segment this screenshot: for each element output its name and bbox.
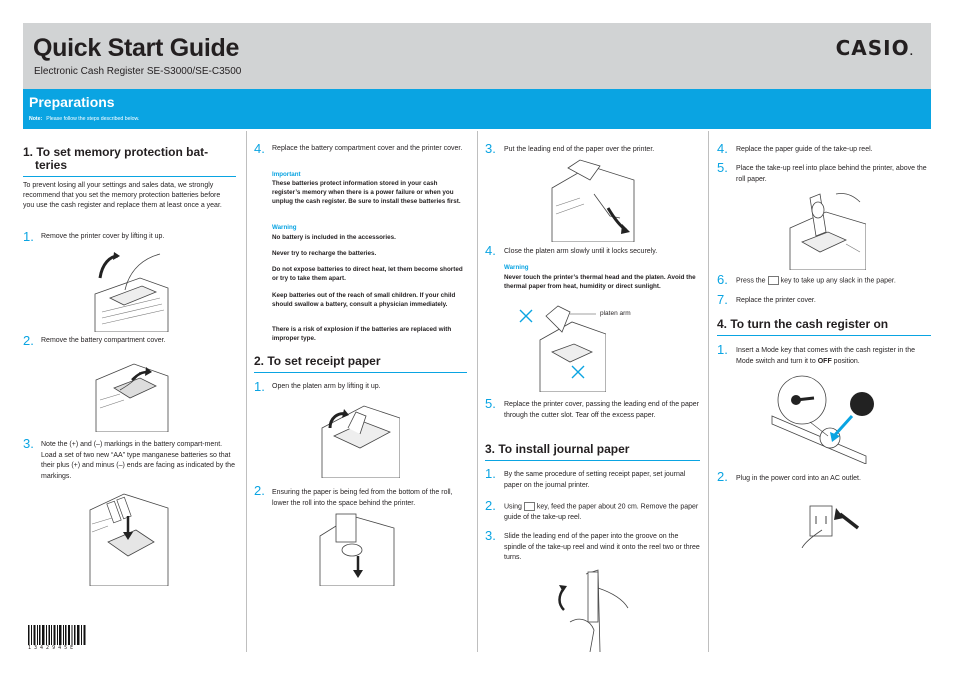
section-1-title: 1. To set memory protection bat-teries bbox=[23, 146, 236, 177]
mode-key-illustration bbox=[770, 372, 884, 464]
section-4-title: 4. To turn the cash register on bbox=[717, 318, 931, 336]
platen-arm-label: platen arm bbox=[600, 310, 631, 317]
step-number: 4. bbox=[254, 141, 265, 156]
step-text: Remove the printer cover by lifting it u… bbox=[41, 233, 165, 240]
warning-text: Keep batteries out of the reach of small… bbox=[272, 292, 456, 308]
step-number: 7. bbox=[717, 292, 728, 307]
step-number: 3. bbox=[485, 528, 496, 543]
column-divider bbox=[246, 131, 247, 652]
battery-loading-illustration bbox=[88, 490, 170, 586]
paper-roll-illustration bbox=[318, 510, 398, 586]
important-text: These batteries protect information stor… bbox=[272, 180, 461, 205]
warning-text: No battery is included in the accessorie… bbox=[272, 234, 396, 241]
barcode-number: 1 3 4 2 9 4 5 E bbox=[28, 645, 74, 651]
step-number: 2. bbox=[23, 333, 34, 348]
feed-key-icon bbox=[523, 502, 535, 511]
printer-cover-illustration bbox=[90, 248, 170, 332]
section-2-title: 2. To set receipt paper bbox=[254, 355, 467, 373]
step-number: 1. bbox=[485, 466, 496, 481]
barcode bbox=[28, 625, 86, 645]
preparations-note: Note:Please follow the steps described b… bbox=[29, 116, 140, 122]
battery-cover-illustration bbox=[90, 350, 170, 432]
step-text: Open the platen arm by lifting it up. bbox=[272, 383, 381, 390]
step-text: Insert a Mode key that comes with the ca… bbox=[736, 347, 915, 365]
preparations-bar: Preparations Note:Please follow the step… bbox=[23, 89, 931, 129]
reel-placement-illustration bbox=[786, 188, 866, 270]
header-banner: Quick Start Guide Electronic Cash Regist… bbox=[23, 23, 931, 89]
step-number: 1. bbox=[717, 342, 728, 357]
step-text: Put the leading end of the paper over th… bbox=[504, 146, 655, 153]
page-subtitle: Electronic Cash Register SE-S3000/SE-C35… bbox=[34, 66, 242, 77]
preparations-title: Preparations bbox=[29, 94, 115, 110]
step-text: Ensuring the paper is being fed from the… bbox=[272, 489, 453, 507]
platen-arm-close-illustration bbox=[512, 302, 606, 392]
warning-text: Do not expose batteries to direct heat, … bbox=[272, 266, 463, 282]
feed-key-icon bbox=[767, 276, 779, 285]
step-number: 5. bbox=[485, 396, 496, 411]
step-number: 4. bbox=[717, 141, 728, 156]
warning-text: Never try to recharge the batteries. bbox=[272, 250, 377, 257]
step-number: 6. bbox=[717, 272, 728, 287]
step-number: 2. bbox=[717, 469, 728, 484]
step-number: 2. bbox=[485, 498, 496, 513]
casio-logo: CASIO. bbox=[835, 36, 914, 60]
page-title: Quick Start Guide bbox=[33, 34, 240, 62]
step-text: Replace the printer cover. bbox=[736, 297, 816, 304]
step-text: Replace the paper guide of the take-up r… bbox=[736, 146, 873, 153]
step-text: Replace the battery compartment cover an… bbox=[272, 145, 463, 152]
section-3-title: 3. To install journal paper bbox=[485, 443, 700, 461]
step-text: Note the (+) and (–) markings in the bat… bbox=[41, 441, 235, 480]
step-number: 1. bbox=[254, 379, 265, 394]
step-text: Place the take-up reel into place behind… bbox=[736, 165, 927, 183]
important-label: Important bbox=[272, 171, 301, 178]
warning-text: Never touch the printer’s thermal head a… bbox=[504, 274, 696, 290]
step-number: 3. bbox=[485, 141, 496, 156]
step-text: Remove the battery compartment cover. bbox=[41, 337, 166, 344]
warning-label: Warning bbox=[272, 224, 297, 231]
step-text: Slide the leading end of the paper into … bbox=[504, 533, 700, 561]
column-divider bbox=[477, 131, 478, 652]
power-plug-illustration bbox=[796, 492, 862, 548]
warning-label: Warning bbox=[504, 264, 529, 271]
step-number: 1. bbox=[23, 229, 34, 244]
step-number: 4. bbox=[485, 243, 496, 258]
step-number: 2. bbox=[254, 483, 265, 498]
section-1-intro: To prevent losing all your settings and … bbox=[23, 182, 222, 209]
step-text: By the same procedure of setting receipt… bbox=[504, 471, 686, 489]
step-number: 3. bbox=[23, 436, 34, 451]
step-text: Replace the printer cover, passing the l… bbox=[504, 401, 699, 419]
platen-arm-open-illustration bbox=[320, 398, 400, 478]
column-divider bbox=[708, 131, 709, 652]
step-text: Plug in the power cord into an AC outlet… bbox=[736, 475, 861, 482]
paper-over-printer-illustration bbox=[550, 158, 636, 242]
step-number: 5. bbox=[717, 160, 728, 175]
step-text: Close the platen arm slowly until it loc… bbox=[504, 248, 658, 255]
take-up-reel-illustration bbox=[550, 568, 630, 652]
warning-text: There is a risk of explosion if the batt… bbox=[272, 326, 452, 342]
